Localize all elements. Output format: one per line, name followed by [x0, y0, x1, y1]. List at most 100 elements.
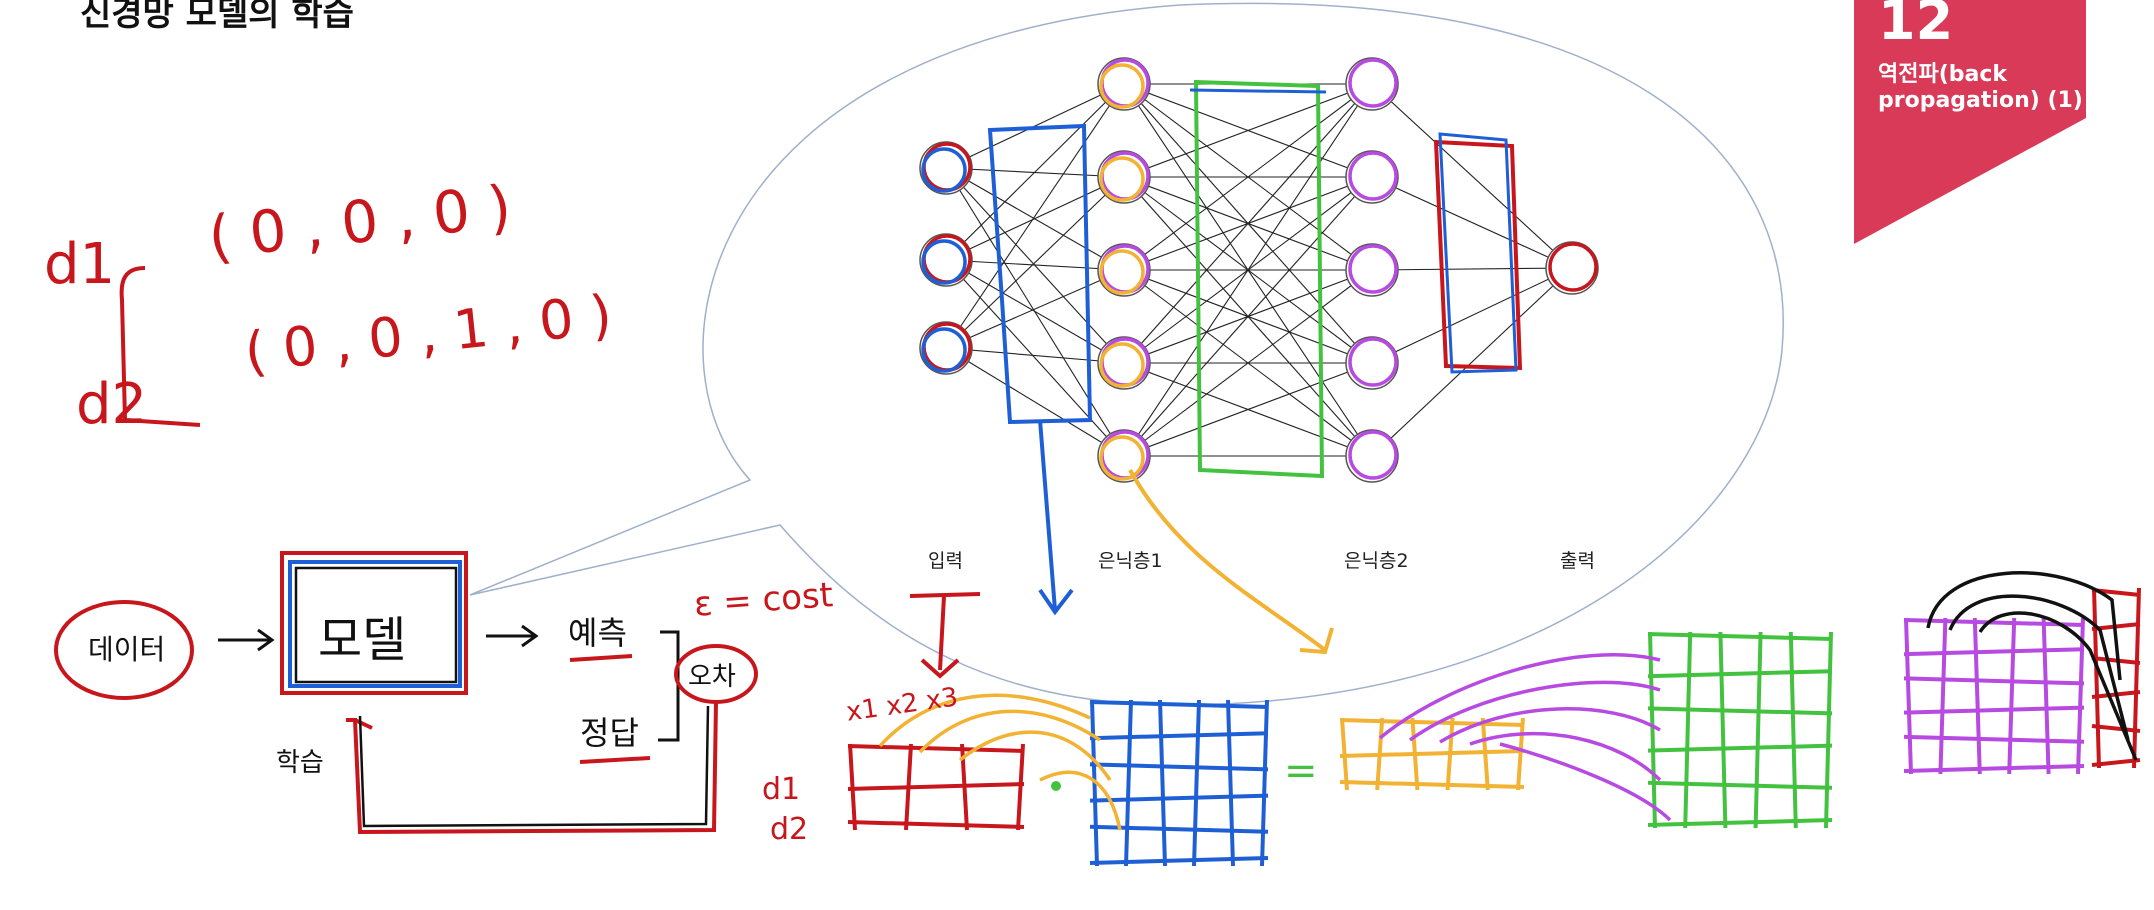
layer-label-hidden2: 은닉층2	[1344, 550, 1409, 572]
output-weights-box-blue	[1438, 132, 1518, 374]
hidden2-node	[1345, 336, 1399, 390]
hidden1-matrix-col-line	[1445, 717, 1455, 791]
hidden2-matrix-row-line	[1903, 618, 2085, 627]
weight-matrix-2-col-line	[1718, 631, 1728, 829]
data-circle	[54, 600, 194, 700]
input-bracket	[909, 592, 981, 679]
answer-text: 정답	[580, 714, 639, 752]
hidden1-matrix-col-line	[1340, 717, 1349, 791]
hidden-weights-box-2	[1189, 88, 1327, 94]
learning-loop-black	[358, 705, 710, 828]
blue-arrow	[1038, 419, 1074, 616]
learning-loop	[346, 701, 718, 835]
network-edge	[1371, 267, 1573, 364]
weight-matrix-1-col-line	[1226, 699, 1235, 867]
error-text: 오차	[688, 662, 736, 692]
model-text: 모델	[318, 612, 407, 668]
output-weights-row-line	[2091, 724, 2141, 733]
input-matrix-col-line	[904, 743, 913, 831]
weight-matrix-1-row-line	[1089, 824, 1269, 834]
model-box-blue	[288, 560, 462, 688]
hidden2-matrix-row-line	[1903, 764, 2085, 773]
yellow-curves	[878, 693, 1122, 831]
weight-matrix-2-col-line	[1683, 631, 1693, 829]
answer-underline	[579, 756, 651, 764]
page-title: 신경망 모델의 학습	[80, 0, 354, 34]
network-edge	[1123, 83, 1373, 178]
hidden1-node-highlight	[1099, 435, 1145, 481]
hidden-weights-box	[1193, 79, 1325, 479]
hidden2-matrix-row-line	[1903, 734, 2085, 744]
hidden2-matrix-col-line	[1938, 617, 1948, 775]
weight-matrix-2-row-line	[1647, 743, 1833, 753]
weight-matrix-2-col-line	[1824, 631, 1833, 829]
matrix-d1: d1	[762, 772, 801, 807]
hidden2-node-highlight	[1348, 151, 1398, 201]
output-weights-box	[1433, 139, 1523, 371]
output-weights-col-line	[2132, 587, 2141, 769]
model-box-black	[294, 566, 458, 684]
network-nodes	[919, 57, 1599, 483]
weight-matrix-2-row-line	[1647, 706, 1833, 716]
weight-matrix-1-col-line	[1192, 699, 1201, 867]
green-dot	[1051, 781, 1061, 791]
input-node-highlight	[921, 327, 967, 373]
input-matrix	[847, 743, 1025, 831]
output-node	[1545, 241, 1599, 295]
weight-matrix-1-col-line	[1260, 699, 1269, 867]
network-edge	[945, 269, 1125, 349]
chapter-title-line2: propagation) (1)	[1878, 88, 2083, 113]
network-edge	[1123, 83, 1373, 457]
hidden1-matrix-col-line	[1375, 717, 1385, 791]
weight-matrix-2-col-line	[1788, 631, 1798, 829]
network-edge	[945, 83, 1125, 261]
model-box-red	[280, 551, 468, 695]
purple-curves	[1378, 653, 1672, 822]
network-edge	[1123, 176, 1373, 457]
hidden1-matrix-row-line	[1339, 780, 1525, 789]
hidden1-matrix-col-line	[1480, 717, 1490, 791]
d2-label: d2	[76, 372, 148, 437]
prediction-text: 예측	[568, 614, 627, 652]
weight-matrix-2-row-line	[1647, 669, 1833, 679]
weight-matrix-1-row-line	[1089, 762, 1269, 772]
hidden2-matrix-row-line	[1903, 676, 2085, 686]
hidden2-matrix-col-line	[2076, 617, 2085, 775]
arrow-model-predict	[486, 624, 539, 648]
matrix-d2: d2	[770, 812, 809, 847]
output-node-highlight	[1548, 242, 1598, 292]
network-edge	[1371, 267, 1573, 457]
network-edge	[1371, 267, 1573, 271]
hidden2-matrix-row-line	[1903, 647, 2085, 657]
layer-label-hidden1: 은닉층1	[1098, 550, 1163, 572]
hidden1-input-weights-box	[987, 123, 1093, 425]
hidden2-node	[1345, 429, 1399, 483]
network-edge	[1371, 83, 1573, 269]
weight-matrix-2-col-line	[1753, 631, 1763, 829]
hidden2-node	[1345, 57, 1399, 111]
input-node-highlight	[921, 147, 967, 193]
weight-matrix-1-row-line	[1089, 856, 1269, 865]
network-edge	[945, 347, 1125, 364]
weight-matrix-2-row-line	[1647, 818, 1833, 827]
equals-sign: =	[1284, 748, 1318, 794]
network-edge	[945, 259, 1125, 271]
output-weights	[2091, 587, 2141, 769]
chapter-number: 12	[1878, 0, 1954, 52]
hidden1-node-highlight	[1099, 342, 1145, 388]
network-edge	[1371, 176, 1573, 269]
weight-matrix-1-col-line	[1124, 699, 1133, 867]
network-edge	[945, 83, 1125, 349]
d1-label: d1	[44, 232, 116, 297]
hidden1-matrix-row-line	[1339, 718, 1525, 727]
input-matrix-row-line	[847, 820, 1025, 829]
hidden2-matrix-col-line	[2041, 617, 2051, 775]
learning-text: 학습	[276, 748, 324, 778]
input-node-highlight	[921, 239, 967, 285]
chapter-title-line1: 역전파(back	[1878, 62, 2008, 87]
hidden1-matrix-col-line	[1410, 717, 1420, 791]
hidden1-matrix	[1339, 717, 1525, 791]
data-text: 데이터	[88, 633, 166, 666]
network-edge	[1123, 269, 1373, 457]
